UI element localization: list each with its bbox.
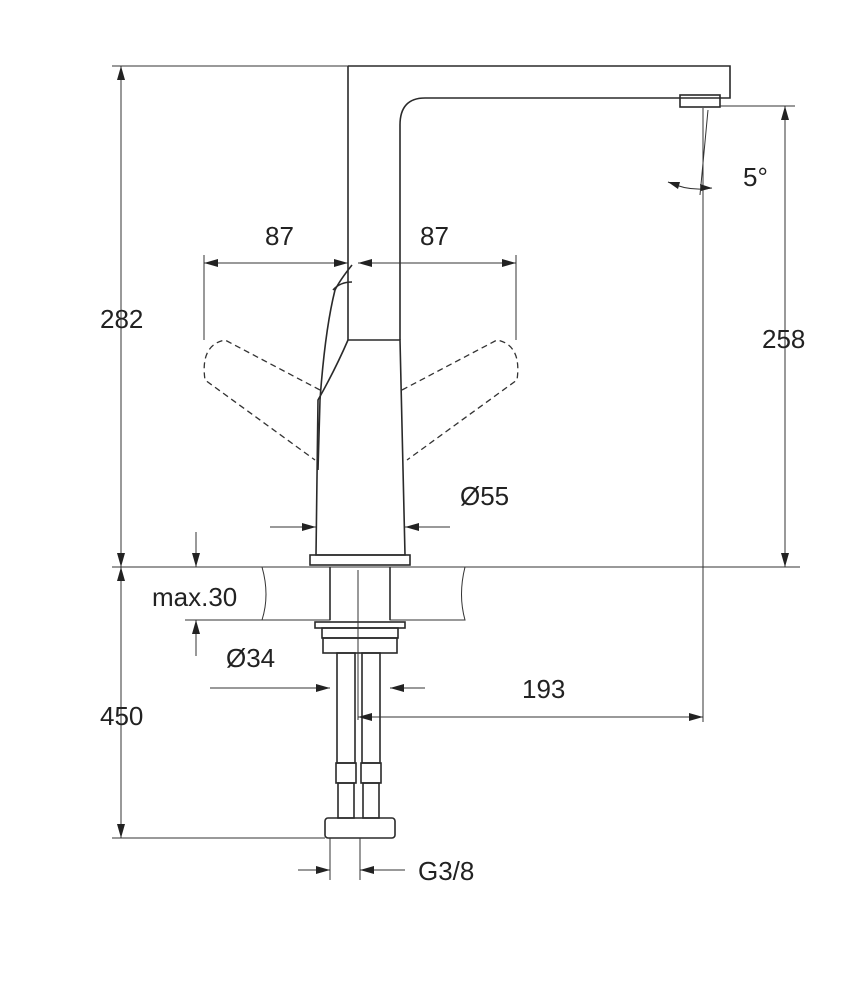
label-hose-length: 450 — [100, 701, 143, 731]
label-body-diameter: Ø55 — [460, 481, 509, 511]
handle-swing-outline — [203, 339, 519, 461]
label-handle-left: 87 — [265, 221, 294, 251]
hose-right — [361, 652, 381, 764]
label-total-height: 282 — [100, 304, 143, 334]
hose-left — [336, 652, 356, 764]
label-spout-angle: 5° — [743, 162, 768, 192]
countertop-section — [261, 566, 466, 621]
aerator — [679, 94, 721, 108]
label-spout-height: 258 — [762, 324, 805, 354]
label-max-thickness: max.30 — [152, 582, 237, 612]
dimension-lines — [112, 65, 800, 880]
label-shank-diameter: Ø34 — [226, 643, 275, 673]
label-handle-right: 87 — [420, 221, 449, 251]
base-ring — [309, 554, 411, 566]
handle-front — [317, 264, 353, 471]
shank-and-hoses — [314, 570, 406, 839]
faucet-body — [309, 65, 731, 566]
label-connection: G3/8 — [418, 856, 474, 886]
label-spout-reach: 193 — [522, 674, 565, 704]
